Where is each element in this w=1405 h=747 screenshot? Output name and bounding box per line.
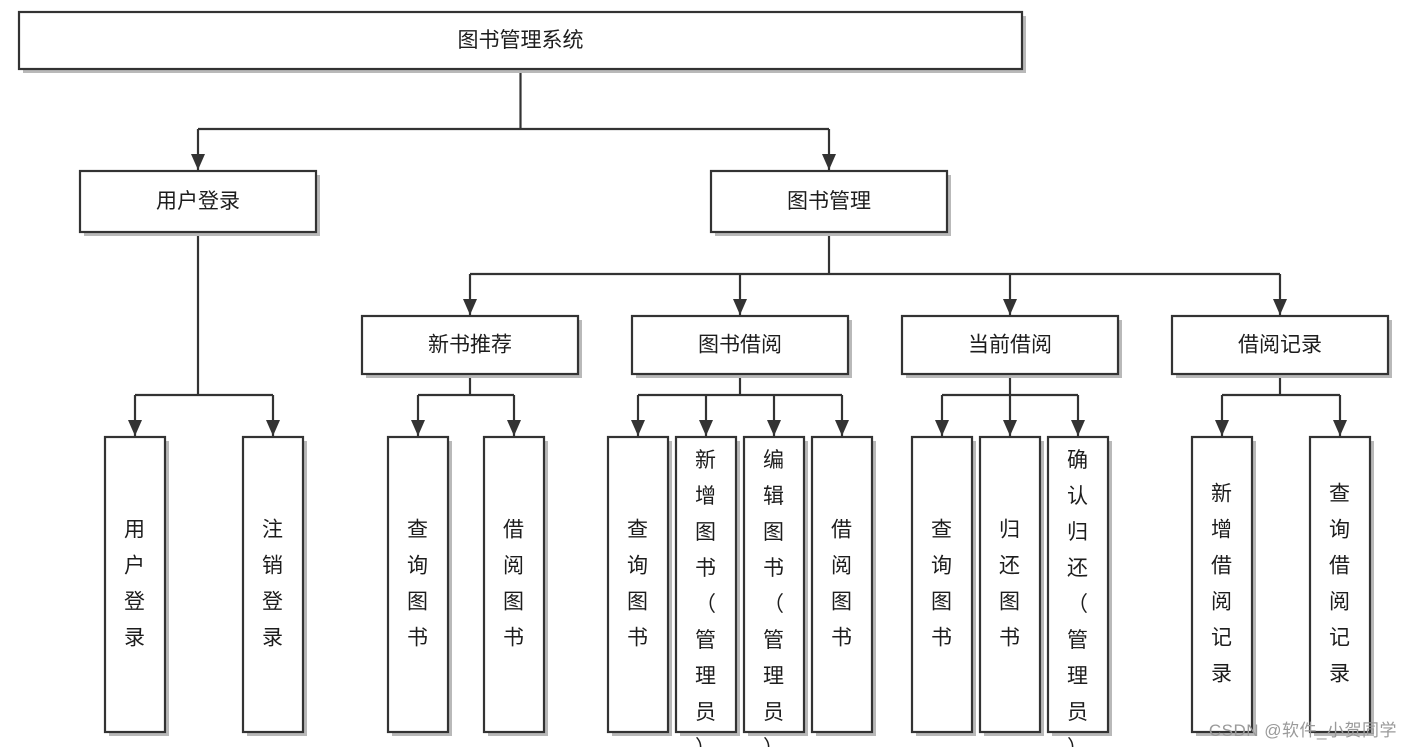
node-box bbox=[910, 435, 974, 734]
node-label: 当前借阅 bbox=[968, 334, 1052, 357]
node-label: 新增借阅记录 bbox=[1211, 482, 1233, 685]
connector-user-login bbox=[128, 232, 280, 436]
node-label: 查询图书 bbox=[627, 518, 649, 649]
node-box bbox=[630, 314, 850, 376]
node-box bbox=[1190, 435, 1254, 734]
node-label: 归还图书 bbox=[999, 518, 1021, 649]
node-box bbox=[17, 10, 1024, 71]
connector-current-borrow bbox=[935, 374, 1085, 436]
node-leaf-return-book[interactable]: 归还图书 bbox=[978, 435, 1044, 736]
node-box bbox=[241, 435, 305, 734]
node-leaf-query-book-2[interactable]: 查询图书 bbox=[606, 435, 672, 736]
node-leaf-query-book-3[interactable]: 查询图书 bbox=[910, 435, 976, 736]
node-box bbox=[810, 435, 874, 734]
node-label: 注销登录 bbox=[262, 518, 284, 649]
node-box bbox=[482, 435, 546, 734]
node-box bbox=[78, 169, 318, 234]
node-label: 确认归还（管理员） bbox=[1067, 449, 1089, 747]
node-label: 新书推荐 bbox=[428, 334, 512, 357]
connector-book-borrow bbox=[631, 374, 849, 436]
node-label: 查询图书 bbox=[407, 518, 429, 649]
node-user-login[interactable]: 用户登录 bbox=[78, 169, 320, 236]
node-new-book-rec[interactable]: 新书推荐 bbox=[360, 314, 582, 378]
node-label: 借阅图书 bbox=[831, 518, 853, 649]
node-label: 用户登录 bbox=[156, 190, 240, 213]
node-label: 查询图书 bbox=[931, 518, 953, 649]
node-box bbox=[900, 314, 1120, 376]
node-box bbox=[1046, 435, 1110, 734]
node-leaf-confirm-return[interactable]: 确认归还（管理员） bbox=[1046, 435, 1112, 747]
node-book-manage[interactable]: 图书管理 bbox=[709, 169, 951, 236]
node-label: 图书管理 bbox=[787, 190, 871, 213]
node-box bbox=[606, 435, 670, 734]
node-label: 借阅记录 bbox=[1238, 334, 1322, 357]
node-leaf-user-logout[interactable]: 注销登录 bbox=[241, 435, 307, 736]
node-box bbox=[709, 169, 949, 234]
node-label: 查询借阅记录 bbox=[1329, 482, 1351, 685]
node-box bbox=[1170, 314, 1390, 376]
node-box bbox=[360, 314, 580, 376]
connector-layer bbox=[128, 69, 1347, 436]
connector-book-manage bbox=[463, 232, 1287, 315]
node-leaf-borrow-book-1[interactable]: 借阅图书 bbox=[482, 435, 548, 736]
node-label: 用户登录 bbox=[124, 518, 146, 649]
node-leaf-add-record[interactable]: 新增借阅记录 bbox=[1190, 435, 1256, 736]
node-label: 图书借阅 bbox=[698, 334, 782, 357]
connector-root bbox=[191, 69, 836, 170]
node-box bbox=[103, 435, 167, 734]
node-box bbox=[674, 435, 738, 734]
node-leaf-borrow-book-2[interactable]: 借阅图书 bbox=[810, 435, 876, 736]
node-box bbox=[978, 435, 1042, 734]
node-borrow-record[interactable]: 借阅记录 bbox=[1170, 314, 1392, 378]
node-box bbox=[742, 435, 806, 734]
node-label: 新增图书（管理员） bbox=[695, 449, 717, 747]
node-leaf-query-book-1[interactable]: 查询图书 bbox=[386, 435, 452, 736]
node-book-borrow[interactable]: 图书借阅 bbox=[630, 314, 852, 378]
node-label: 图书管理系统 bbox=[458, 29, 584, 52]
node-box bbox=[386, 435, 450, 734]
node-leaf-add-book[interactable]: 新增图书（管理员） bbox=[674, 435, 740, 747]
node-label: 借阅图书 bbox=[503, 518, 525, 649]
connector-new-book-rec bbox=[411, 374, 521, 436]
node-root[interactable]: 图书管理系统 bbox=[17, 10, 1026, 73]
node-label: 编辑图书（管理员） bbox=[763, 449, 785, 747]
node-leaf-edit-book[interactable]: 编辑图书（管理员） bbox=[742, 435, 808, 747]
watermark-label: CSDN @软件_小贺同学 bbox=[1208, 721, 1397, 740]
node-current-borrow[interactable]: 当前借阅 bbox=[900, 314, 1122, 378]
node-leaf-query-record[interactable]: 查询借阅记录 bbox=[1308, 435, 1374, 736]
node-box bbox=[1308, 435, 1372, 734]
node-leaf-user-login[interactable]: 用户登录 bbox=[103, 435, 169, 736]
node-layer: 图书管理系统用户登录图书管理新书推荐图书借阅当前借阅借阅记录用户登录注销登录查询… bbox=[17, 10, 1392, 747]
connector-borrow-record bbox=[1215, 374, 1347, 436]
